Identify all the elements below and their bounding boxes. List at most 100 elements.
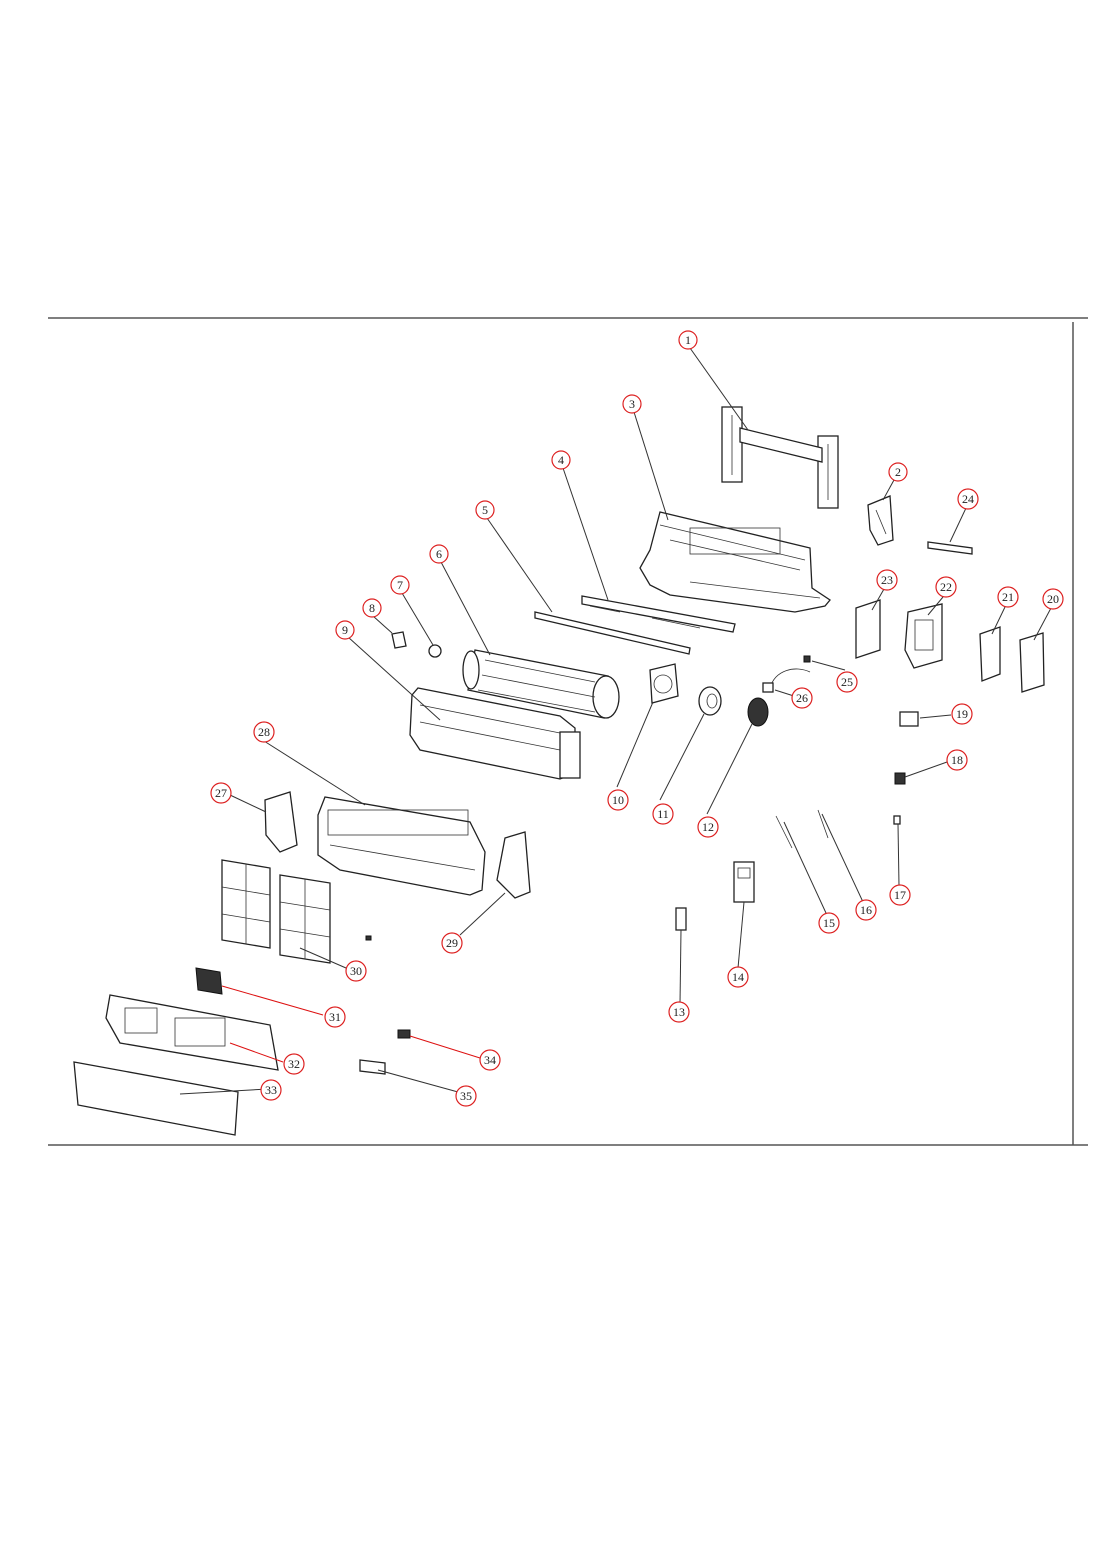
callout-3-label: 3 <box>629 397 635 411</box>
callout-22: 22 <box>935 576 957 598</box>
callout-12: 12 <box>697 816 719 838</box>
callout-27-label: 27 <box>215 786 227 800</box>
callout-34-label: 34 <box>484 1053 496 1067</box>
callout-16-label: 16 <box>860 903 872 917</box>
part-louver-assembly <box>581 595 736 633</box>
callout-5: 5 <box>475 500 495 520</box>
part-sensor-wire-a <box>775 815 793 849</box>
part-air-filter <box>221 859 372 964</box>
part-electric-box-cover <box>855 599 881 659</box>
part-guide-blade <box>534 611 691 655</box>
part-left-side-cover <box>264 791 298 853</box>
callout-11: 11 <box>652 803 674 825</box>
part-pipe-bracket <box>867 495 894 546</box>
callout-27: 27 <box>210 782 232 804</box>
callout-15-label: 15 <box>823 916 835 930</box>
callout-17: 17 <box>889 884 911 906</box>
callout-4: 4 <box>551 450 571 470</box>
part-right-side-cover <box>496 831 531 899</box>
callout-2: 2 <box>888 462 908 482</box>
callout-23-label: 23 <box>881 573 893 587</box>
callout-26: 26 <box>791 687 813 709</box>
callout-26-label: 26 <box>796 691 808 705</box>
callout-6-label: 6 <box>436 547 442 561</box>
callout-33-label: 33 <box>265 1083 277 1097</box>
callout-1-label: 1 <box>685 333 691 347</box>
callout-28: 28 <box>253 721 275 743</box>
callout-13-label: 13 <box>673 1005 685 1019</box>
callout-12-label: 12 <box>702 820 714 834</box>
callout-4-label: 4 <box>558 453 564 467</box>
callout-2-label: 2 <box>895 465 901 479</box>
callout-20: 20 <box>1042 588 1064 610</box>
part-mounting-plate <box>721 406 839 509</box>
part-chassis <box>639 511 831 613</box>
callout-16: 16 <box>855 899 877 921</box>
callout-25: 25 <box>836 671 858 693</box>
callout-11-label: 11 <box>657 807 669 821</box>
part-display-box <box>195 967 223 995</box>
callout-29-label: 29 <box>446 936 458 950</box>
callout-19: 19 <box>951 703 973 725</box>
callout-21-label: 21 <box>1002 590 1014 604</box>
part-motor-holder <box>649 663 679 704</box>
callout-32: 32 <box>283 1053 305 1075</box>
part-sensor-wire-b <box>817 809 829 839</box>
callout-8-label: 8 <box>369 601 375 615</box>
callout-34: 34 <box>479 1049 501 1071</box>
part-board-cover <box>1019 632 1045 693</box>
callout-18: 18 <box>946 749 968 771</box>
callout-14: 14 <box>727 966 749 988</box>
part-small-connector <box>893 815 901 825</box>
callout-24-label: 24 <box>962 492 974 506</box>
part-fan-motor <box>698 686 722 716</box>
callout-22-label: 22 <box>940 580 952 594</box>
part-motor-cover <box>747 697 769 727</box>
callout-3: 3 <box>622 394 642 414</box>
callout-17-label: 17 <box>894 888 906 902</box>
leader-lines <box>179 347 1052 1095</box>
callout-33: 33 <box>260 1079 282 1101</box>
callout-28-label: 28 <box>258 725 270 739</box>
part-remote-controller <box>675 907 687 931</box>
callout-24: 24 <box>957 488 979 510</box>
callout-23: 23 <box>876 569 898 591</box>
callout-30: 30 <box>345 960 367 982</box>
part-display-connector <box>397 1029 411 1039</box>
callout-10: 10 <box>607 789 629 811</box>
callout-20-label: 20 <box>1047 592 1059 606</box>
callout-21: 21 <box>997 586 1019 608</box>
part-evaporator <box>409 687 581 780</box>
part-fuse-holder <box>894 772 906 785</box>
callout-31: 31 <box>324 1006 346 1028</box>
part-drain-pipe <box>927 541 973 555</box>
callout-15: 15 <box>818 912 840 934</box>
part-bearing <box>428 644 442 658</box>
callout-14-label: 14 <box>732 970 744 984</box>
callout-5-label: 5 <box>482 503 488 517</box>
callout-9: 9 <box>335 620 355 640</box>
part-front-panel-base <box>105 994 279 1071</box>
part-control-board <box>979 626 1001 682</box>
part-electric-box <box>904 603 943 669</box>
callout-7-label: 7 <box>397 578 403 592</box>
callout-31-label: 31 <box>329 1010 341 1024</box>
callout-10-label: 10 <box>612 793 624 807</box>
part-bearing-holder <box>391 631 407 649</box>
part-cross-flow-fan <box>462 649 620 719</box>
callout-35-label: 35 <box>460 1089 472 1103</box>
callout-25-label: 25 <box>841 675 853 689</box>
part-display-board <box>733 861 755 903</box>
part-front-panel <box>73 1061 239 1136</box>
callout-30-label: 30 <box>350 964 362 978</box>
callout-29: 29 <box>441 932 463 954</box>
callout-35: 35 <box>455 1085 477 1107</box>
callout-6: 6 <box>429 544 449 564</box>
part-temperature-sensor <box>762 655 811 693</box>
part-terminal-block <box>899 711 919 727</box>
callout-1: 1 <box>678 330 698 350</box>
callout-18-label: 18 <box>951 753 963 767</box>
callout-8: 8 <box>362 598 382 618</box>
